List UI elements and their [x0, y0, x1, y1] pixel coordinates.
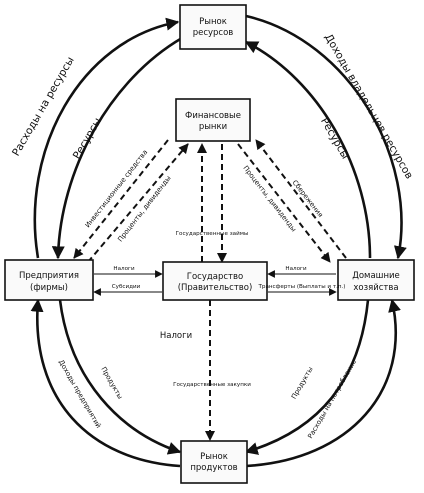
label-taxes-households: Налоги	[285, 266, 307, 272]
arrow-interest-dividends-to-fm	[87, 143, 189, 263]
label-gov-loans: Государственные займы	[176, 230, 249, 237]
arrow-investment-funds	[73, 139, 169, 259]
label-owner-income: Доходы владельцев ресурсов	[322, 32, 415, 181]
product-market-box: Рынок продуктов	[180, 440, 248, 484]
financial-markets-line2: рынки	[199, 122, 227, 132]
arrow-products-from-firms	[58, 299, 182, 455]
financial-markets-box: Финансовые рынки	[175, 98, 251, 142]
government-line1: Государство	[187, 272, 243, 282]
product-market-line2: продуктов	[190, 463, 237, 473]
arrow-firm-income	[30, 298, 181, 468]
label-taxes-center: Налоги	[160, 331, 192, 341]
resource-market-line1: Рынок	[199, 17, 227, 27]
arrow-consumer-spending	[245, 298, 401, 468]
label-resources-left: Ресурсы	[71, 116, 104, 161]
label-subsidies: Субсидии	[112, 284, 141, 290]
resource-market-box: Рынок ресурсов	[179, 4, 247, 50]
product-market-line1: Рынок	[200, 452, 228, 462]
arrow-resource-spending	[33, 17, 180, 259]
arrow-resources-from-households	[244, 40, 372, 259]
label-gov-purchases: Государственные закупки	[173, 382, 251, 388]
households-line1: Домашние	[352, 271, 400, 281]
arrow-interest-dividends-to-households	[237, 143, 331, 263]
label-taxes-firms: Налоги	[113, 266, 135, 272]
government-line2: (Правительство)	[178, 283, 253, 293]
households-line2: хозяйства	[353, 283, 398, 293]
arrow-products-to-households	[244, 299, 370, 455]
label-resource-spending: Расходы на ресурсы	[10, 55, 77, 158]
arrow-savings	[255, 139, 347, 259]
label-savings: Сбережения	[291, 179, 325, 219]
resource-market-line2: ресурсов	[193, 28, 234, 38]
label-interest-dividends-right: Проценты, дивиденды	[241, 164, 297, 233]
households-box: Домашние хозяйства	[337, 259, 415, 301]
firms-line1: Предприятия	[19, 271, 79, 281]
arrow-owner-income	[245, 14, 407, 260]
label-firm-income: Доходы предприятий	[57, 358, 103, 429]
firms-box: Предприятия (фирмы)	[4, 259, 94, 301]
label-resources-right: Ресурсы	[318, 116, 351, 161]
firms-line2: (фирмы)	[30, 283, 68, 293]
government-box: Государство (Правительство)	[162, 261, 268, 301]
financial-markets-line1: Финансовые	[185, 111, 241, 121]
label-products-right: Продукты	[290, 366, 315, 401]
label-transfers: Трансферты (Выплаты и т.п.)	[258, 284, 346, 290]
arrow-resources-to-firms	[51, 36, 183, 260]
label-products-left: Продукты	[99, 366, 124, 401]
